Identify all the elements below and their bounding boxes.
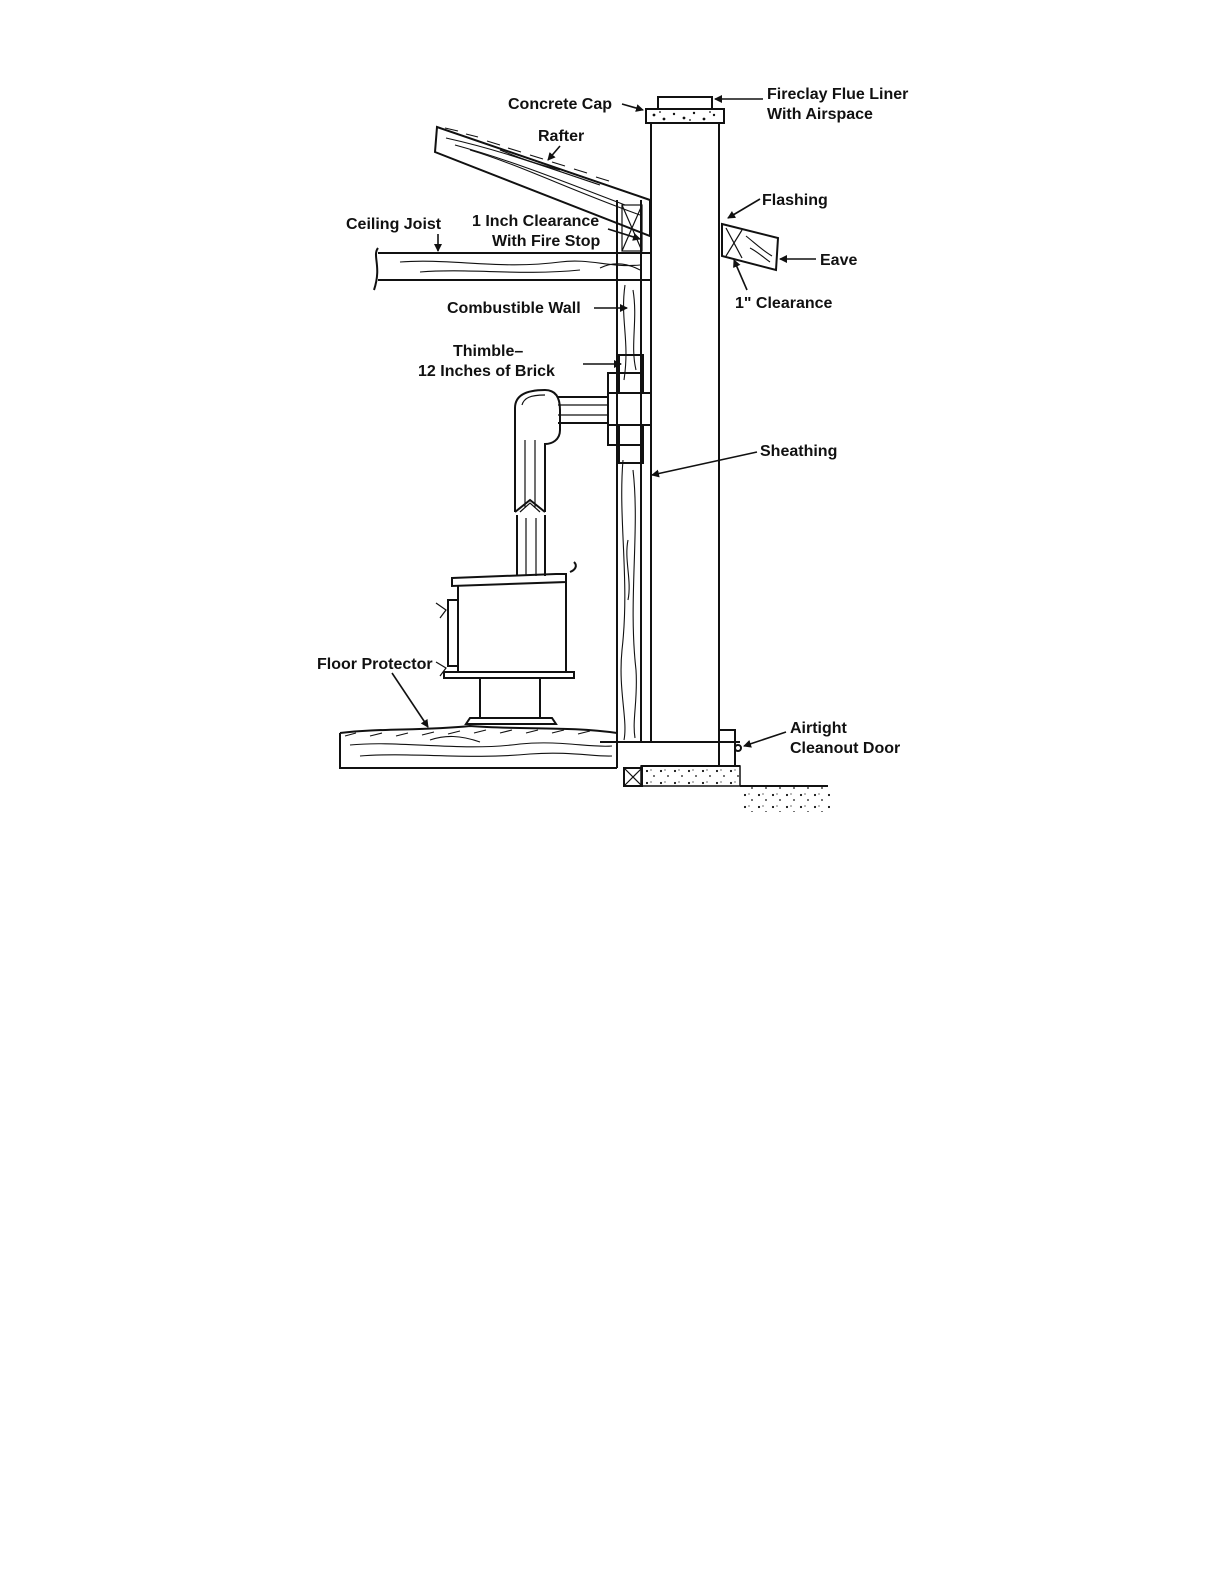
combustible-wall bbox=[617, 200, 641, 742]
label-flashing: Flashing bbox=[762, 192, 828, 209]
floor bbox=[340, 726, 642, 786]
label-combustible-wall: Combustible Wall bbox=[447, 300, 581, 317]
label-cleanout-2: Cleanout Door bbox=[790, 740, 900, 757]
thimble bbox=[608, 355, 651, 463]
eave bbox=[722, 224, 778, 270]
stove-pipe bbox=[515, 390, 608, 576]
label-eave: Eave bbox=[820, 252, 857, 269]
label-thimble-1: Thimble– bbox=[453, 343, 523, 360]
wood-stove bbox=[436, 562, 576, 724]
chimney bbox=[641, 97, 740, 766]
label-floor-protector: Floor Protector bbox=[317, 656, 433, 673]
label-fireclay-liner: Fireclay Flue Liner bbox=[767, 86, 908, 103]
label-cleanout-1: Airtight bbox=[790, 720, 848, 737]
label-thimble-2: 12 Inches of Brick bbox=[418, 363, 555, 380]
label-concrete-cap: Concrete Cap bbox=[508, 96, 612, 113]
concrete-cap-texture bbox=[653, 111, 716, 121]
label-rafter: Rafter bbox=[538, 128, 584, 145]
footing bbox=[641, 766, 830, 812]
label-sheathing: Sheathing bbox=[760, 443, 837, 460]
label-fireclay-airspace: With Airspace bbox=[767, 106, 873, 123]
cleanout-door bbox=[719, 730, 741, 766]
label-clearance-2: With Fire Stop bbox=[492, 233, 601, 250]
ceiling-joist bbox=[374, 248, 650, 290]
label-one-inch-clearance: 1" Clearance bbox=[735, 295, 833, 312]
label-clearance-1: 1 Inch Clearance bbox=[472, 213, 599, 230]
label-ceiling-joist: Ceiling Joist bbox=[346, 216, 442, 233]
